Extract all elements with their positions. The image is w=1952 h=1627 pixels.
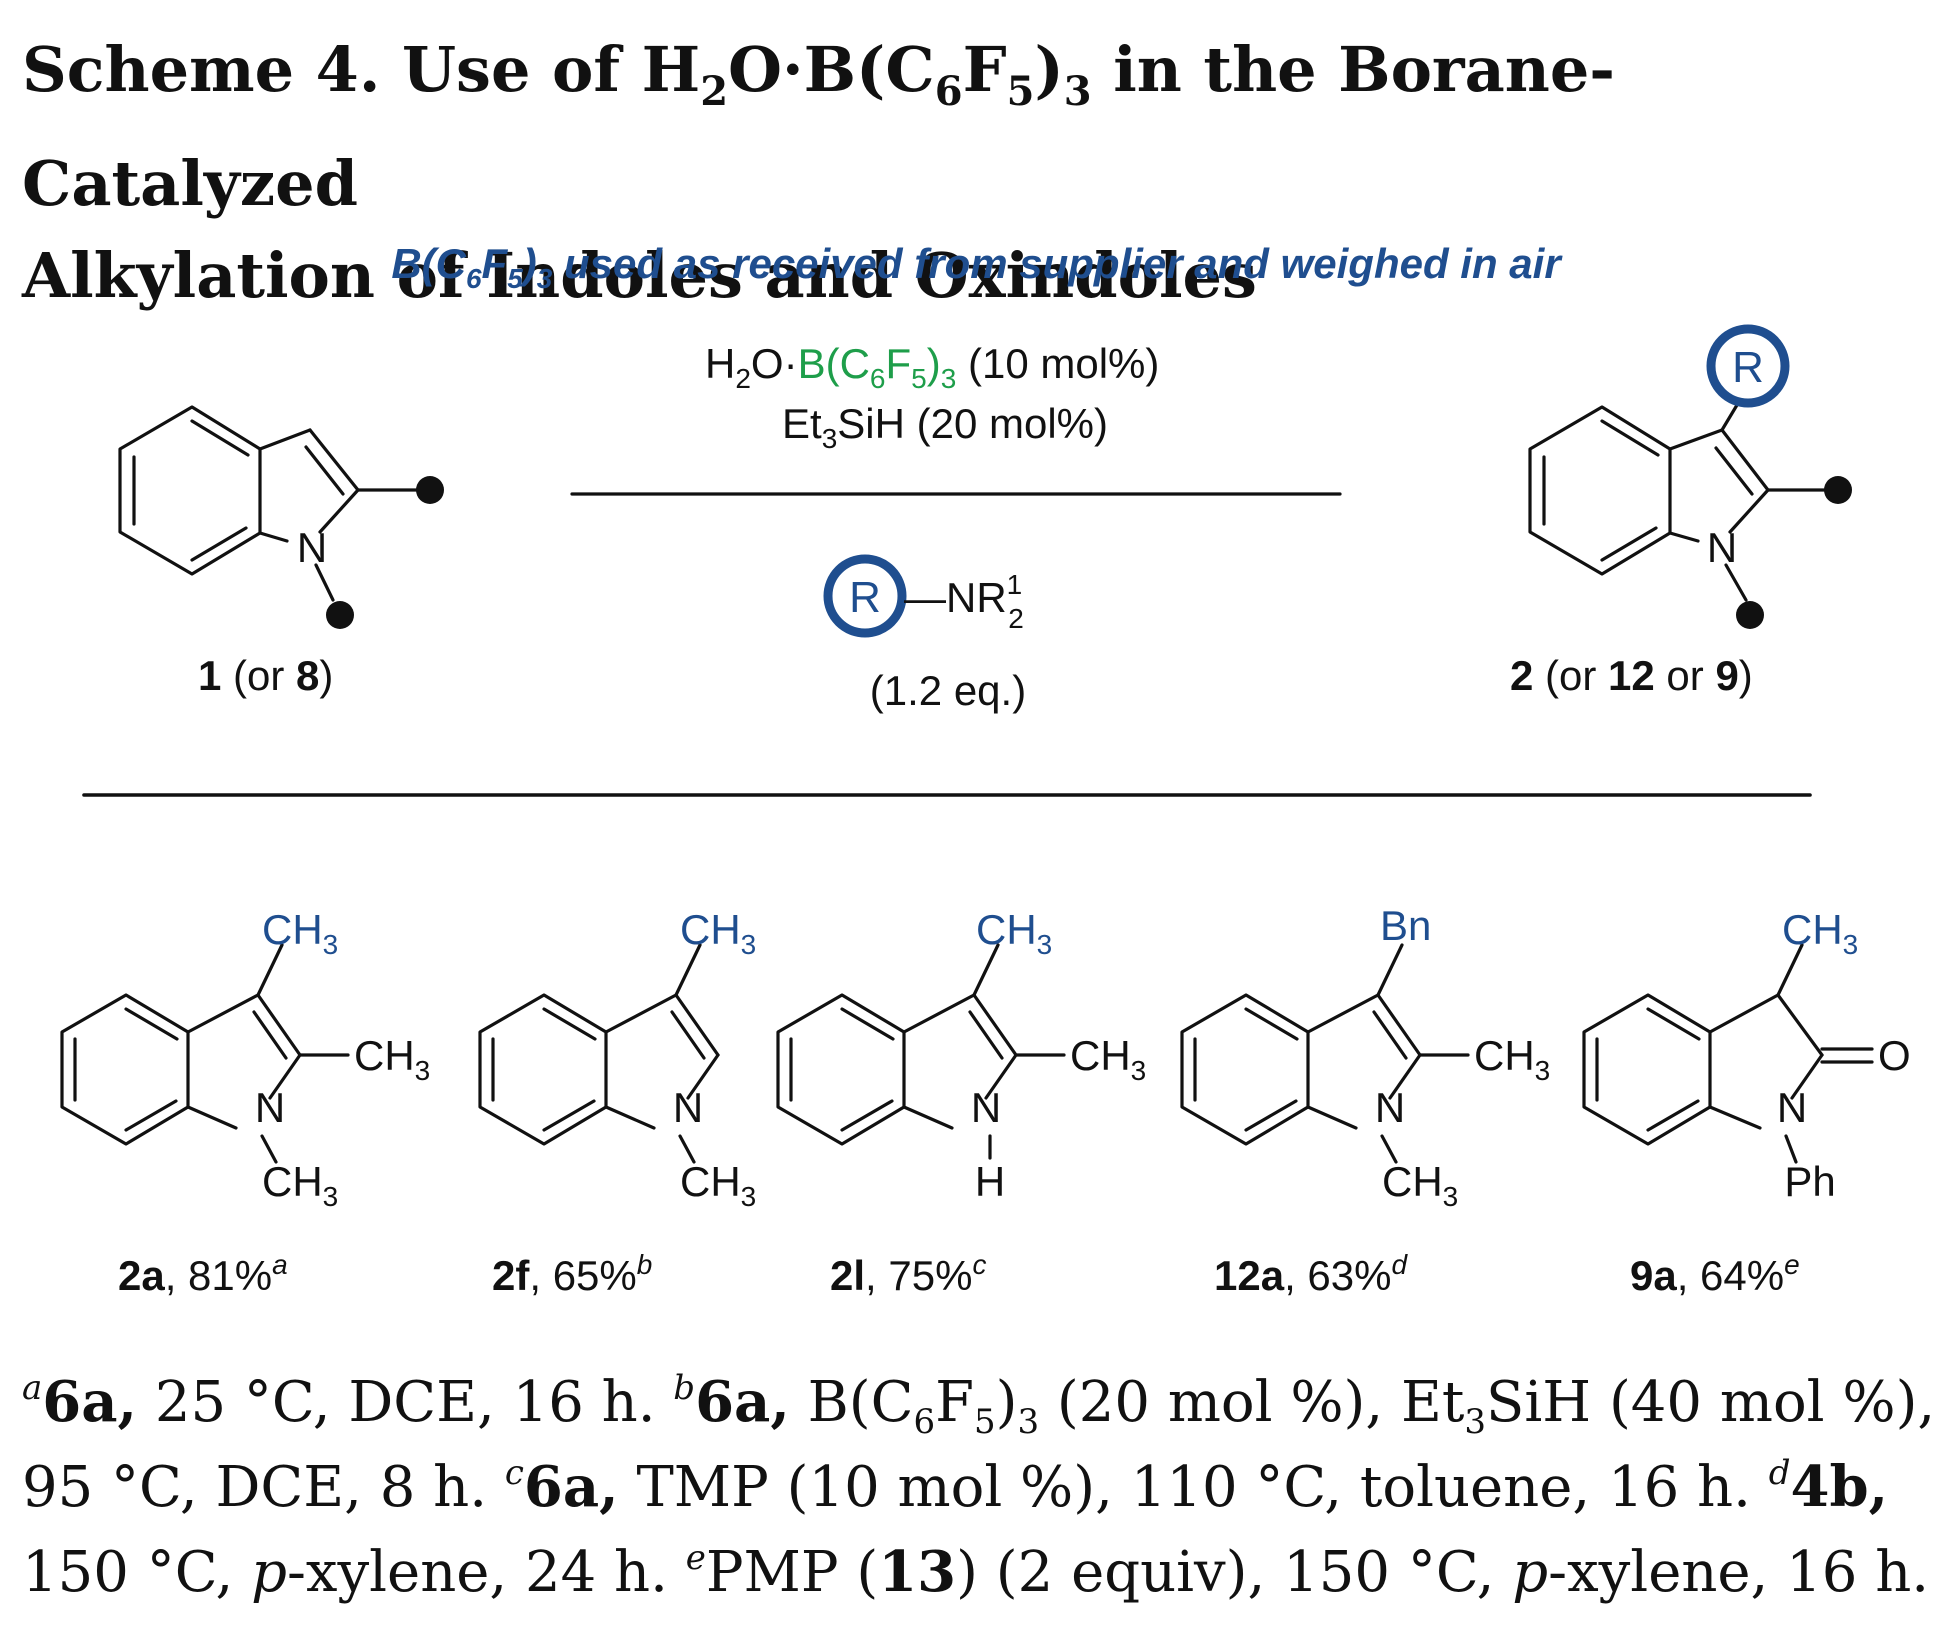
caption-2l: 2l, 75%c	[830, 1249, 986, 1299]
methyl-label-right-2a: CH3	[354, 1032, 430, 1086]
substituent-dot	[1824, 476, 1852, 504]
methyl-label-bottom-2a: CH3	[262, 1158, 338, 1212]
scheme-footnotes: a6a, 25 °C, DCE, 16 h. b6a, B(C6F5)3 (20…	[22, 1368, 1936, 1605]
structure-12a	[1180, 943, 1470, 1164]
starting-material-label: 1 (or 8)	[198, 652, 333, 699]
atom-label-n: N	[971, 1084, 1001, 1131]
benzyl-label: Bn	[1380, 902, 1431, 949]
caption-9a: 9a, 64%e	[1630, 1249, 1800, 1299]
atom-label-n: N	[1777, 1084, 1807, 1131]
amine-r-label: R	[849, 573, 881, 622]
methyl-label-top-2l: CH3	[976, 906, 1052, 960]
substituent-dot	[416, 476, 444, 504]
n-h-label: H	[975, 1158, 1005, 1205]
oxygen-label: O	[1878, 1032, 1911, 1079]
methyl-label-top-9a: CH3	[1782, 906, 1858, 960]
product-r-label: R	[1732, 343, 1764, 392]
r-group-circle	[823, 554, 907, 638]
product-label: 2 (or 12 or 9)	[1510, 652, 1753, 699]
structure-2l	[776, 943, 1066, 1160]
atom-label-n: N	[1707, 524, 1737, 571]
structure-9a	[1582, 943, 1874, 1164]
atom-label-n: N	[673, 1084, 703, 1131]
methyl-label-bottom-12a: CH3	[1382, 1158, 1458, 1212]
amine-equivalents: (1.2 eq.)	[870, 667, 1026, 714]
scheme-title: Scheme 4. Use of H2O·B(C6F5)3 in the Bor…	[22, 33, 1616, 312]
methyl-label-bottom-2f: CH3	[680, 1158, 756, 1212]
methyl-label-right-12a: CH3	[1474, 1032, 1550, 1086]
product-indole-structure	[1528, 398, 1838, 602]
atom-label-n: N	[297, 524, 327, 571]
r-group-circle	[1706, 324, 1790, 408]
atom-label-n: N	[255, 1084, 285, 1131]
starting-indole-structure	[118, 405, 430, 602]
caption-12a: 12a, 63%d	[1214, 1249, 1408, 1299]
caption-2f: 2f, 65%b	[492, 1249, 652, 1299]
catalyst-reagent-line: H2O·B(C6F5)3 (10 mol%)	[705, 340, 1159, 394]
caption-2a: 2a, 81%a	[118, 1249, 288, 1299]
methyl-label-top-2f: CH3	[680, 906, 756, 960]
silane-reagent-line: Et3SiH (20 mol%)	[782, 400, 1108, 454]
methyl-label-right-2l: CH3	[1070, 1032, 1146, 1086]
catalyst-note-banner: B(C6F5)3 used as received from supplier …	[391, 240, 1561, 294]
structure-2f	[478, 943, 720, 1164]
substituent-dot	[1736, 601, 1764, 629]
structure-2a	[60, 943, 350, 1164]
atom-label-n: N	[1375, 1084, 1405, 1131]
methyl-label-top-2a: CH3	[262, 906, 338, 960]
phenyl-label: Ph	[1784, 1158, 1835, 1205]
substituent-dot	[326, 601, 354, 629]
